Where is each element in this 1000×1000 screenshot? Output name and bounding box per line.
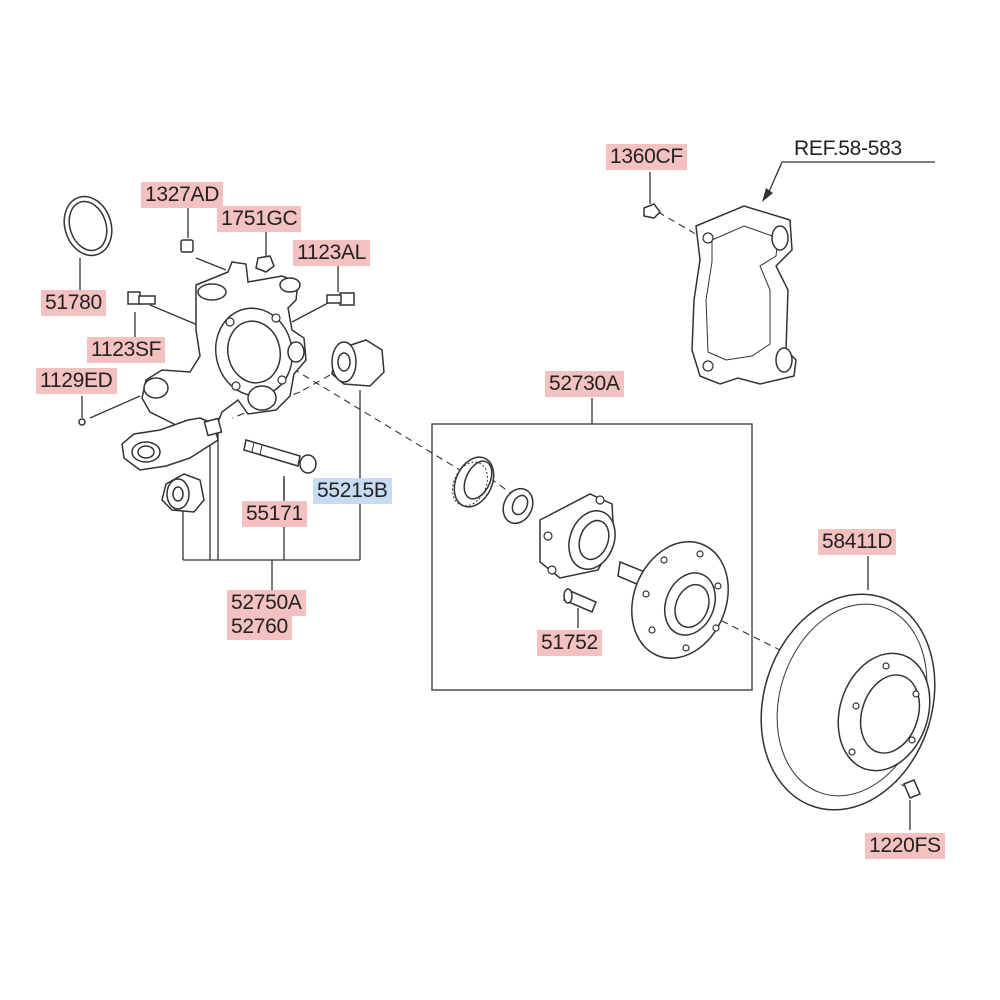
snap-ring-part bbox=[63, 195, 113, 257]
bushing-parts bbox=[161, 339, 385, 513]
brake-disc-part bbox=[760, 593, 936, 811]
hub-bearing-group-part bbox=[452, 456, 729, 659]
caliper-bracket-part bbox=[643, 203, 797, 385]
label-52760[interactable]: 52760 bbox=[227, 614, 292, 640]
label-51780[interactable]: 51780 bbox=[41, 290, 106, 316]
label-55171[interactable]: 55171 bbox=[242, 501, 307, 527]
label-1327AD[interactable]: 1327AD bbox=[141, 182, 224, 208]
label-1123AL[interactable]: 1123AL bbox=[293, 240, 371, 266]
label-1129ED[interactable]: 1129ED bbox=[36, 368, 117, 394]
label-1123SF[interactable]: 1123SF bbox=[87, 337, 166, 363]
label-1360CF[interactable]: 1360CF bbox=[606, 144, 687, 170]
knuckle-fasteners bbox=[78, 239, 355, 426]
label-55215B[interactable]: 55215B bbox=[313, 478, 392, 504]
label-51752[interactable]: 51752 bbox=[537, 630, 602, 656]
pin-bolt-part bbox=[243, 439, 317, 474]
label-52750A[interactable]: 52750A bbox=[227, 590, 306, 616]
label-ref-58-583: REF.58-583 bbox=[794, 137, 902, 160]
label-52730A[interactable]: 52730A bbox=[545, 371, 624, 397]
knuckle-part bbox=[121, 261, 307, 471]
label-1220FS[interactable]: 1220FS bbox=[865, 833, 945, 859]
label-1751GC[interactable]: 1751GC bbox=[217, 206, 302, 232]
label-58411D[interactable]: 58411D bbox=[818, 529, 897, 555]
